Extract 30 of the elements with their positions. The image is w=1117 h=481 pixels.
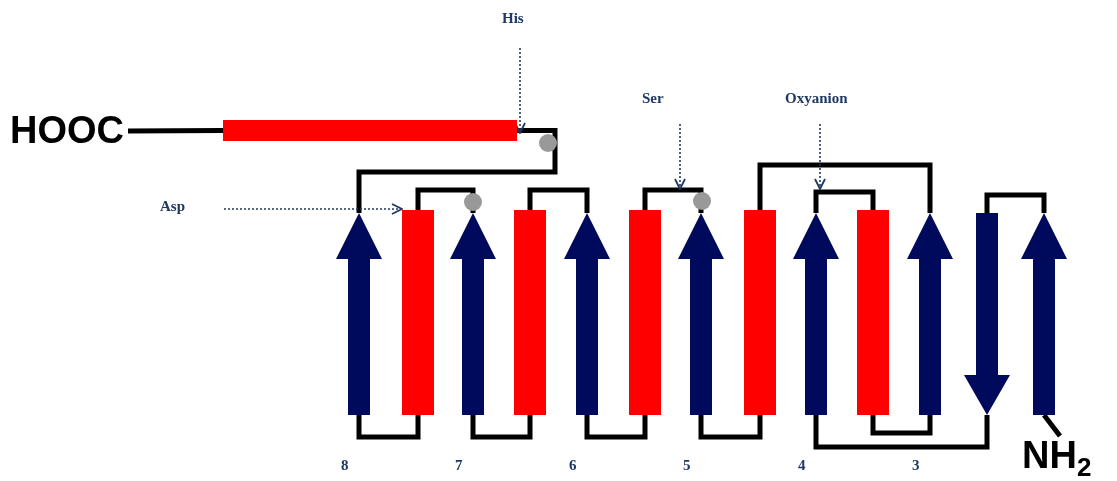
leader-arrow — [814, 123, 826, 190]
strand-number: 6 — [569, 458, 577, 473]
loop-line — [813, 415, 990, 450]
loop-line — [642, 187, 704, 213]
residue-label: Asp — [160, 198, 194, 216]
loop-line — [415, 187, 476, 213]
terminus-label: NH$_{2}$ — [1022, 436, 1098, 478]
loop-line — [584, 415, 648, 440]
residue-label: Ser — [642, 90, 674, 108]
terminus-label: HOOC — [10, 111, 128, 151]
loop-line — [527, 187, 590, 213]
strand-number: 8 — [341, 458, 349, 473]
residue-label: Oxyanion — [785, 90, 859, 108]
strand-number: 5 — [683, 458, 691, 473]
loop-line — [356, 128, 558, 213]
strand-number: 7 — [455, 458, 463, 473]
loop-line — [813, 189, 876, 213]
strand-number: 3 — [912, 458, 920, 473]
strand-number: 4 — [798, 458, 806, 473]
loop-line — [1042, 413, 1062, 438]
loop-line — [356, 415, 421, 440]
leader-arrow — [674, 123, 686, 190]
loop-line — [870, 415, 933, 436]
loop-line — [470, 415, 533, 440]
loop-line — [128, 128, 223, 134]
loop-line — [984, 192, 1047, 213]
residue-label: His — [502, 10, 536, 28]
leader-arrow — [223, 203, 403, 215]
loop-line — [757, 162, 933, 213]
loop-line — [698, 415, 763, 440]
